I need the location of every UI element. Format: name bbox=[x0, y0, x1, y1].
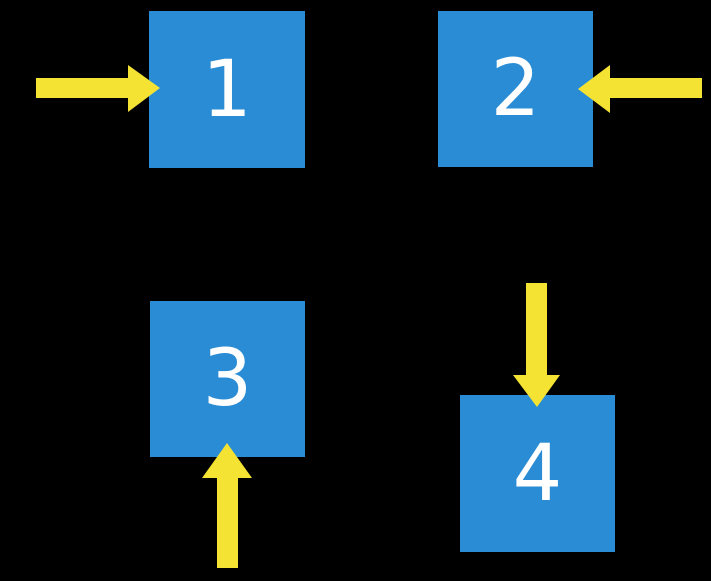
arrow-left-icon bbox=[578, 65, 702, 113]
arrow-down-icon bbox=[513, 283, 560, 407]
box-4: 4 bbox=[460, 395, 615, 552]
box-1: 1 bbox=[149, 11, 305, 168]
box-3: 3 bbox=[150, 301, 305, 457]
box-4-label: 4 bbox=[512, 428, 563, 519]
box-2-label: 2 bbox=[490, 44, 541, 134]
box-2: 2 bbox=[438, 11, 593, 167]
arrow-right-icon bbox=[36, 65, 160, 112]
arrow-up-icon bbox=[202, 443, 252, 568]
box-3-label: 3 bbox=[202, 334, 253, 424]
box-1-label: 1 bbox=[202, 44, 252, 135]
